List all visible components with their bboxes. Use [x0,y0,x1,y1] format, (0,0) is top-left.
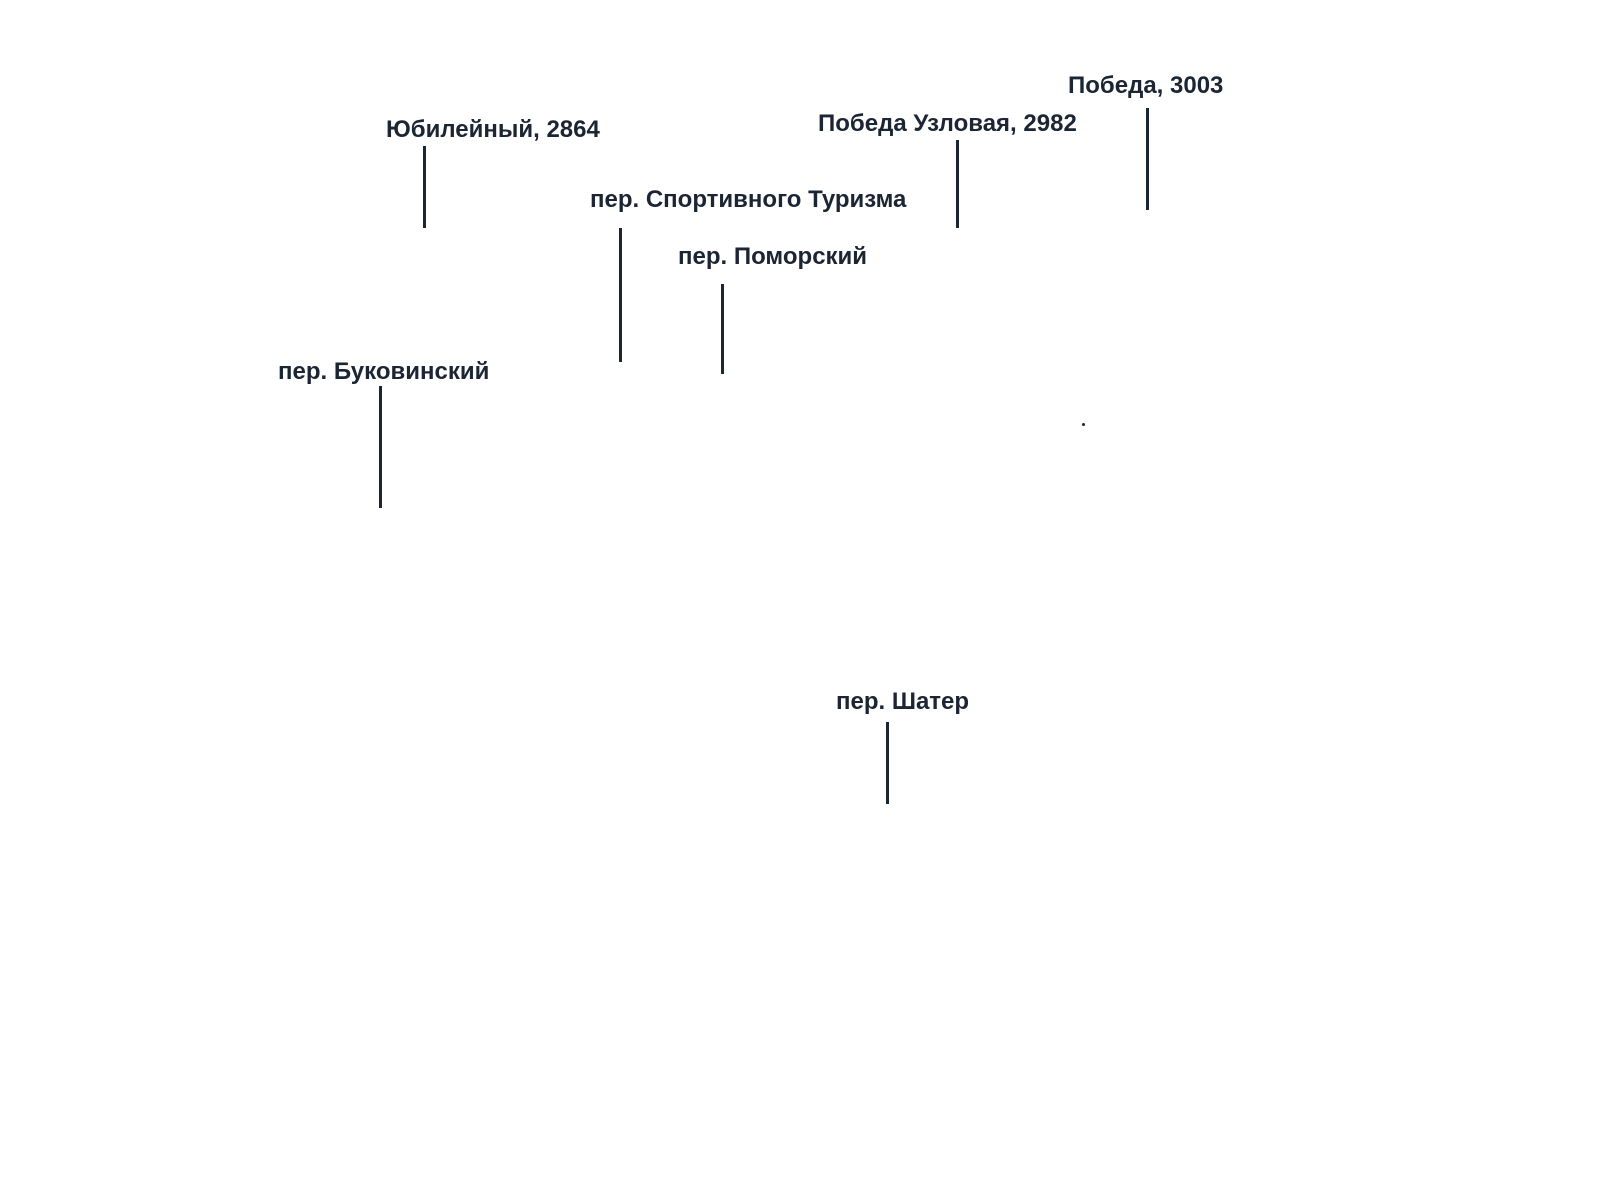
leader-line-sport-turizm [619,228,622,362]
peak-label-pobeda: Победа, 3003 [1068,72,1224,99]
leader-line-shater [886,722,889,804]
pass-label-pomorsky: пер. Поморский [678,243,868,270]
leader-line-yubileyny [423,146,426,228]
leader-line-pobeda [1146,108,1149,210]
peak-label-pobeda-uzlovaya: Победа Узловая, 2982 [818,110,1077,137]
pass-label-sport-turizm: пер. Спортивного Туризма [590,186,907,213]
pass-label-bukovinsky: пер. Буковинский [278,358,490,385]
leader-line-bukovinsky [379,386,382,508]
peak-label-yubileyny: Юбилейный, 2864 [386,116,600,143]
leader-line-pomorsky [721,284,724,374]
map-point [1082,423,1085,426]
pass-label-shater: пер. Шатер [836,688,970,715]
leader-line-pobeda-uzlovaya [956,140,959,228]
